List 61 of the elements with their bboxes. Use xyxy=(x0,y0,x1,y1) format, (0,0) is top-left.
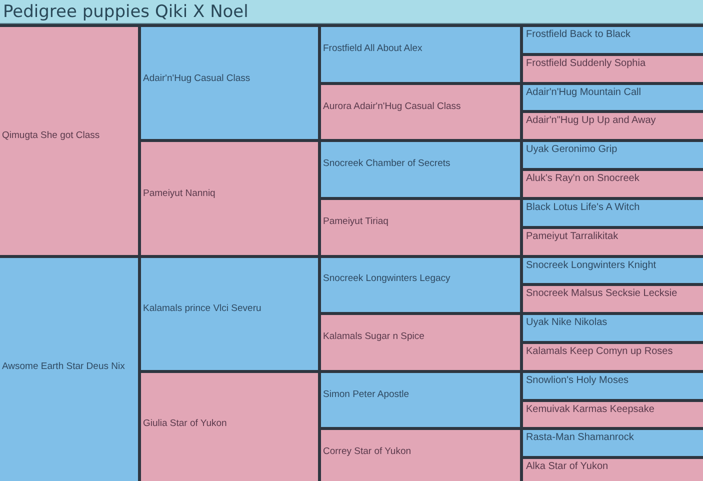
pedigree-box xyxy=(321,84,520,140)
pedigree-box xyxy=(321,372,520,428)
pedigree-box xyxy=(523,402,703,428)
pedigree-box xyxy=(141,258,318,370)
dog-name: Kalamals Sugar n Spice xyxy=(323,331,424,344)
pedigree-box xyxy=(523,171,703,197)
pedigree-box xyxy=(523,315,703,341)
pedigree-box xyxy=(0,258,138,481)
pedigree-box xyxy=(321,430,520,481)
pedigree-box xyxy=(321,142,520,197)
pedigree-box xyxy=(0,27,138,254)
chart-title: Pedigree puppies Qiki X Noel xyxy=(3,2,248,22)
dog-name: Kemuivak Karmas Keepsake xyxy=(526,402,654,416)
pedigree-box xyxy=(523,200,703,226)
pedigree-box xyxy=(523,56,703,82)
pedigree-box xyxy=(141,27,318,140)
dog-name: Snocreek Longwinters Legacy xyxy=(323,273,450,286)
dog-name: Rasta-Man Shamanrock xyxy=(526,431,634,445)
dog-name: Awsome Earth Star Deus Nix xyxy=(2,360,125,374)
pedigree-box xyxy=(523,228,703,254)
dog-name: Frostfield Suddenly Sophia xyxy=(526,56,646,70)
pedigree-box xyxy=(523,113,703,140)
pedigree-box xyxy=(523,142,703,168)
dog-name: Kalamals prince Vlci Severu xyxy=(143,303,262,316)
pedigree-box xyxy=(523,459,703,481)
dog-name: Snocreek Longwinters Knight xyxy=(526,258,656,272)
dog-name: Correy Star of Yukon xyxy=(323,446,412,460)
pedigree-box xyxy=(321,258,520,312)
dog-name: Giulia Star of Yukon xyxy=(143,418,227,432)
dog-name: Uyak Geronimo Grip xyxy=(526,143,618,157)
dog-name: Aluk's Ray'n on Snocreek xyxy=(526,172,640,186)
dog-name: Alka Star of Yukon xyxy=(526,460,608,474)
pedigree-box xyxy=(321,200,520,254)
dog-name: Pameiyut Tiriaq xyxy=(323,216,388,229)
pedigree-box xyxy=(523,286,703,312)
dog-name: Adair'n"Hug Up Up and Away xyxy=(526,114,656,128)
dog-name: Adair'n'Hug Casual Class xyxy=(143,72,250,86)
dog-name: Pameiyut Tarralikitak xyxy=(526,230,618,244)
dog-name: Black Lotus Life's A Witch xyxy=(526,200,640,214)
dog-name: Qimugta She got Class xyxy=(2,130,100,144)
pedigree-box xyxy=(141,372,318,481)
pedigree-box xyxy=(523,27,703,53)
pedigree-box xyxy=(141,142,318,254)
pedigree-box xyxy=(523,372,703,399)
dog-name: Snowlion's Holy Moses xyxy=(526,374,629,388)
pedigree-box xyxy=(523,84,703,110)
dog-name: Snocreek Chamber of Secrets xyxy=(323,158,450,171)
pedigree-box xyxy=(523,430,703,456)
dog-name: Frostfield All About Alex xyxy=(323,42,422,56)
pedigree-box xyxy=(523,344,703,370)
pedigree-box xyxy=(321,315,520,370)
dog-name: Aurora Adair'n'Hug Casual Class xyxy=(323,100,461,114)
dog-name: Pameiyut Nanniq xyxy=(143,188,216,201)
pedigree-box xyxy=(523,258,703,284)
dog-name: Frostfield Back to Black xyxy=(526,28,630,42)
dog-name: Simon Peter Apostle xyxy=(323,388,410,402)
dog-name: Uyak Nike Nikolas xyxy=(526,316,608,330)
pedigree-box xyxy=(321,27,520,82)
dog-name: Kalamals Keep Comyn up Roses xyxy=(526,344,673,358)
dog-name: Snocreek Malsus Secksie Lecksie xyxy=(526,287,678,301)
dog-name: Adair'n'Hug Mountain Call xyxy=(526,86,641,100)
